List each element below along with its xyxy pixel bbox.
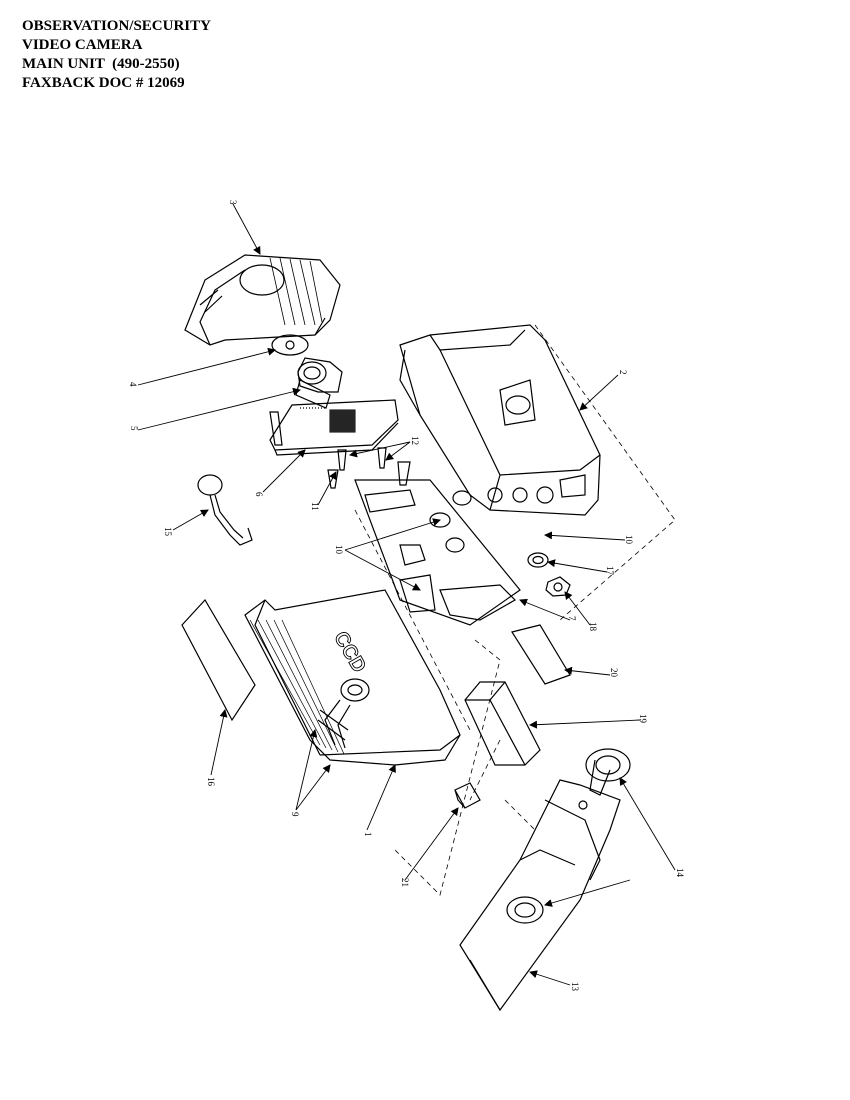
label-5: 5 [129,426,139,431]
label-18: 18 [588,622,598,632]
label-10-left: 10 [334,545,344,555]
part-7-chassis [354,479,521,626]
part-number-labels: 3 4 5 6 11 12 2 10 10 17 18 7 20 19 15 1… [128,200,685,992]
assembly-guide-lines [354,324,676,896]
label-4: 4 [128,382,138,387]
label-9: 9 [290,812,300,817]
part-1-lower-housing: CCD [244,589,461,766]
part-6-circuit-board [269,399,399,456]
part-21-block [454,782,481,809]
ccd-logo: CCD [329,628,370,677]
part-20-pad [511,624,571,685]
label-1: 1 [363,832,373,837]
part-19-battery-box [464,681,541,766]
header-line-1: OBSERVATION/SECURITY [22,18,211,34]
label-7: 7 [567,616,577,621]
part-2-rear-housing [399,324,601,516]
leader-arrows [137,203,676,986]
label-3: 3 [228,200,238,205]
part-3-front-hood [184,254,341,346]
label-13: 13 [570,982,580,992]
label-14: 14 [675,868,685,878]
part-5-lens [295,357,343,409]
part-13-mount-bracket [459,779,621,1012]
document-header: OBSERVATION/SECURITY VIDEO CAMERA MAIN U… [22,17,211,93]
label-21: 21 [400,878,410,887]
label-11: 11 [310,502,320,511]
label-10-right: 10 [624,535,634,545]
label-17: 17 [605,566,615,576]
part-16-label-plate [181,598,256,722]
label-20: 20 [609,668,619,678]
label-6: 6 [254,492,264,497]
header-line-3: MAIN UNIT (490-2550) [22,56,180,72]
part-9-rods [317,709,349,741]
label-16: 16 [206,777,216,787]
part-15-cable [197,474,253,546]
label-15: 15 [163,527,173,537]
part-17-ring [527,552,549,568]
part-14-swivel [585,748,631,796]
label-19: 19 [638,714,648,724]
part-4-gasket [271,334,309,356]
header-line-2: VIDEO CAMERA [22,37,143,53]
label-2: 2 [618,370,628,375]
screws-11-12 [327,447,411,489]
label-12: 12 [410,436,420,445]
header-line-4: FAXBACK DOC # 12069 [22,75,185,91]
